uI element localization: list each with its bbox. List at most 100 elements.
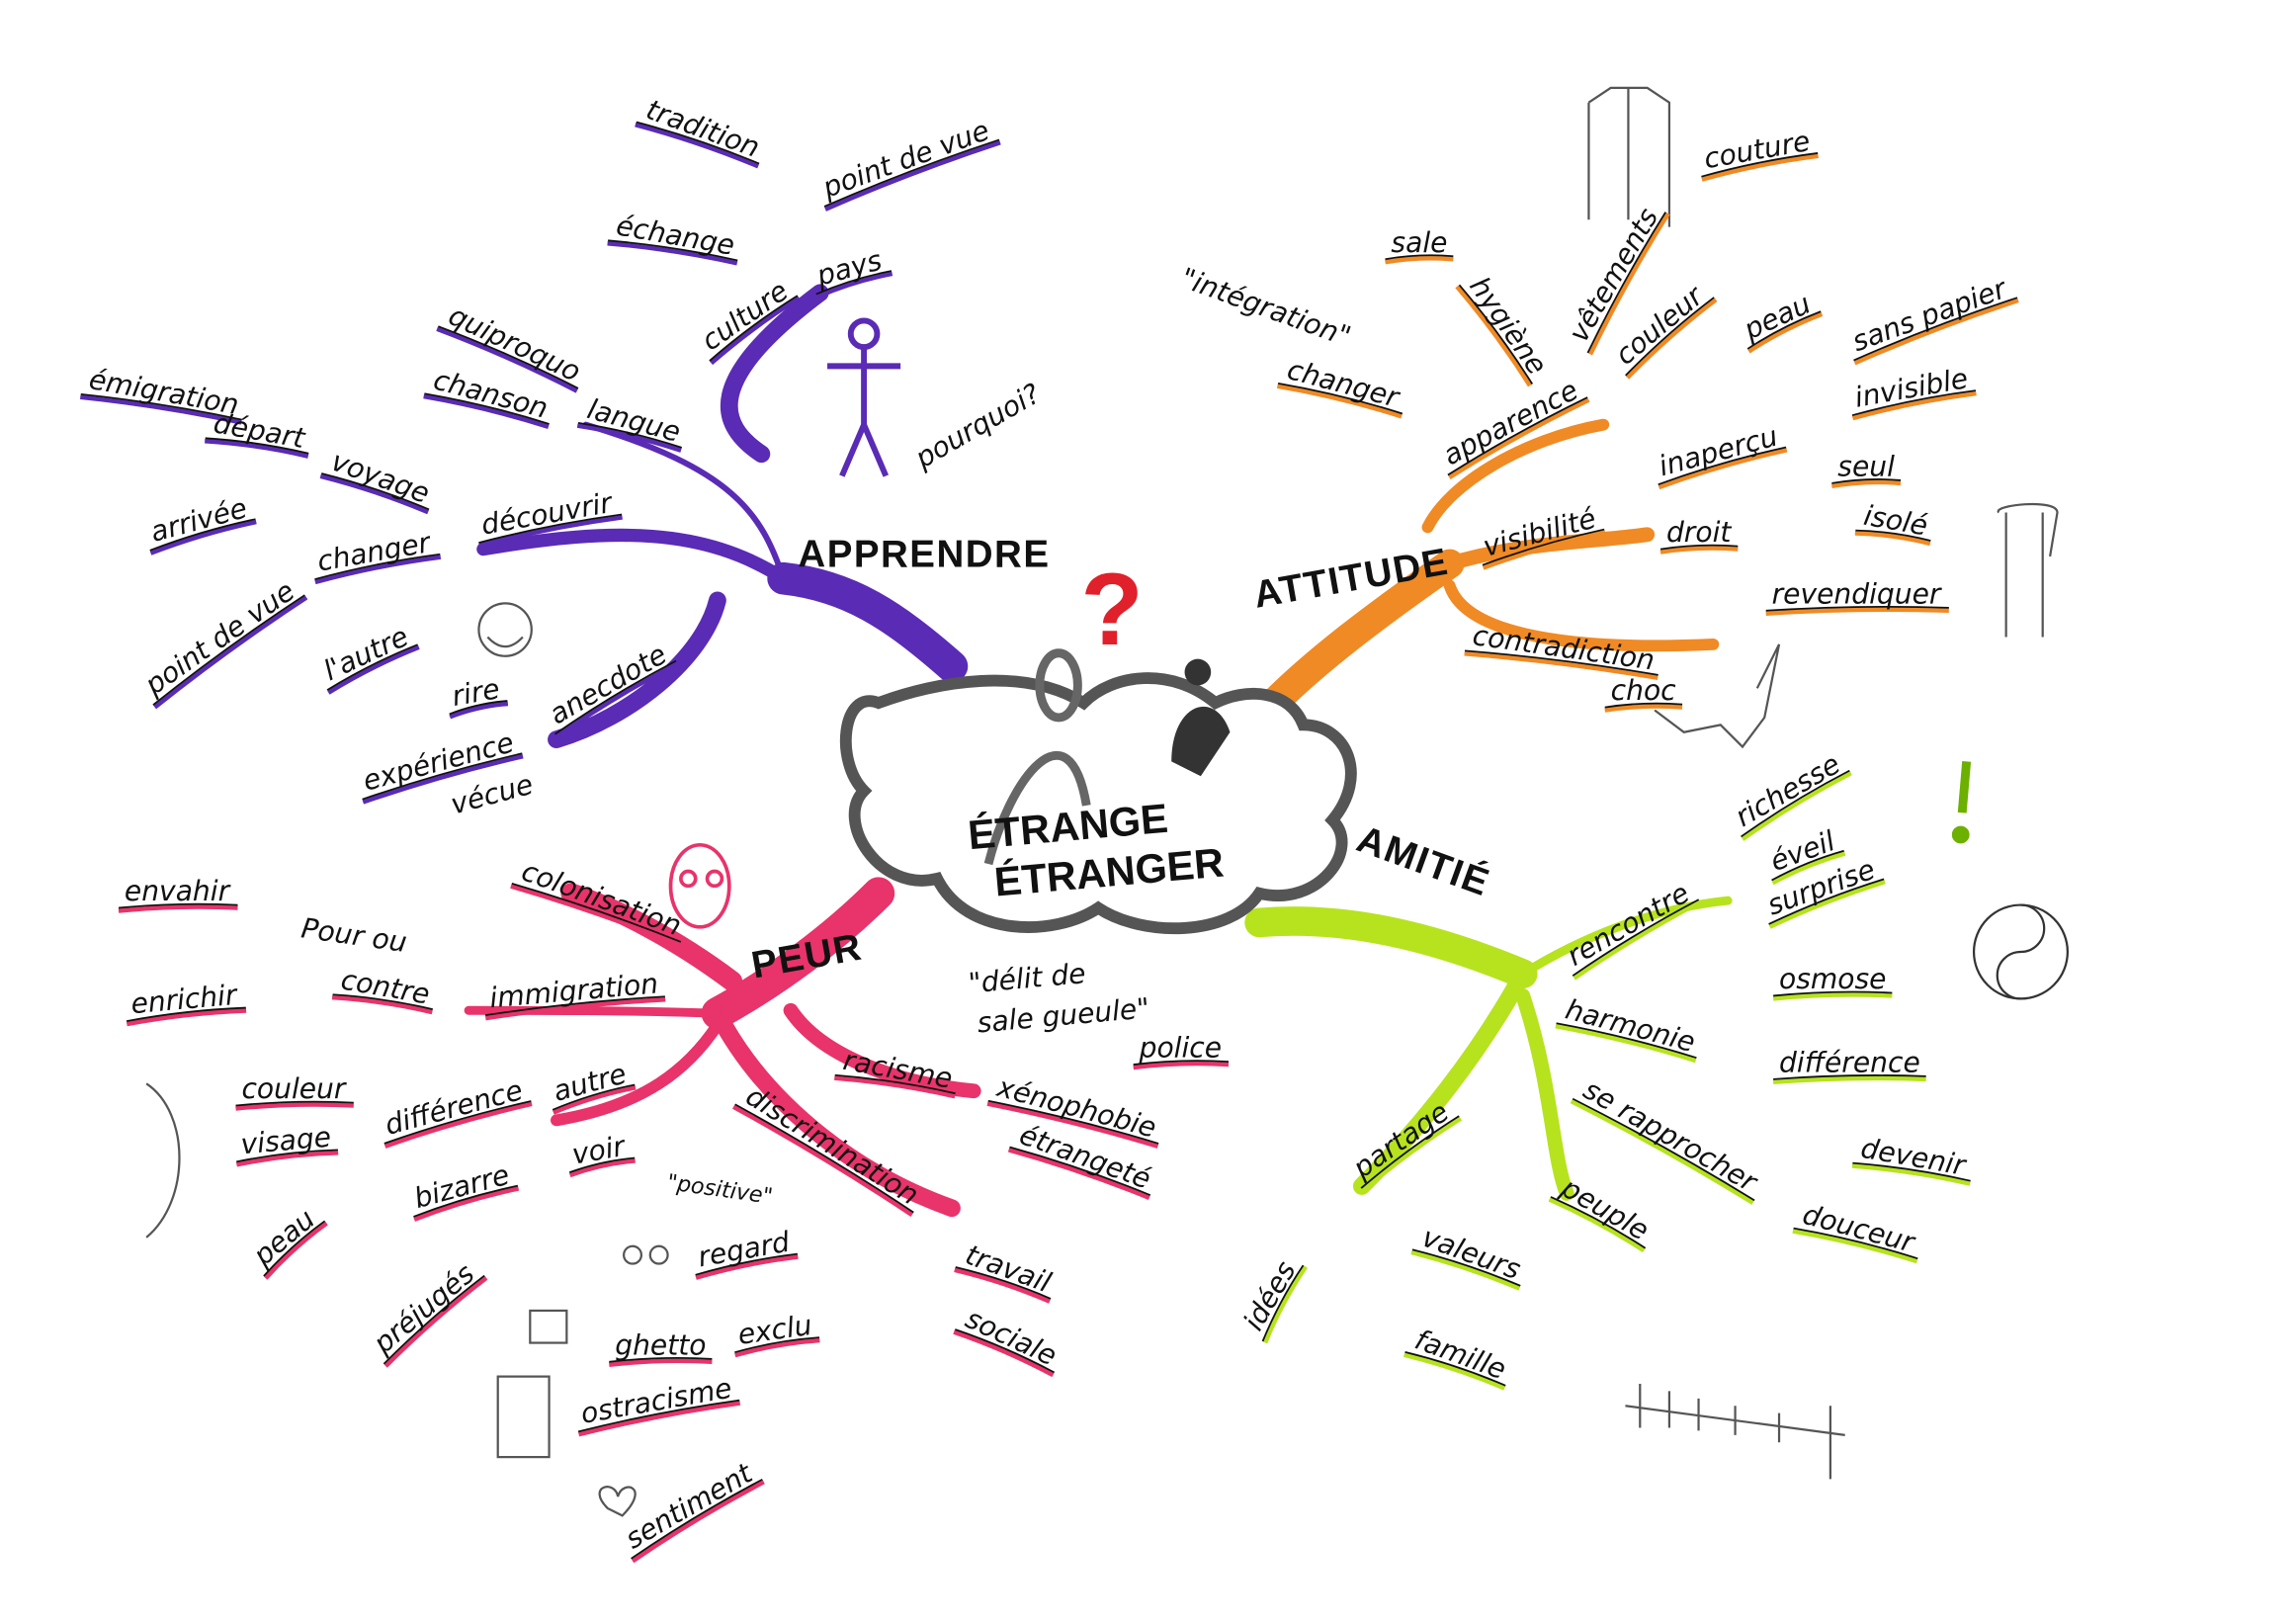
underline-ink <box>449 700 508 716</box>
underline-stroke <box>118 904 238 913</box>
shirt-icon <box>1587 86 1671 227</box>
underline-ink <box>1411 1248 1521 1287</box>
amitie-sub-rencontre <box>1518 896 1733 979</box>
node-partage: partage <box>1346 1095 1455 1185</box>
underline-ink <box>1768 878 1885 925</box>
underline-stroke <box>1851 390 1977 421</box>
underline-stroke <box>1701 153 1819 182</box>
underline-stroke <box>1263 1265 1308 1344</box>
node-exclu: exclu <box>736 1309 814 1351</box>
node-changer-attitude: changer <box>1284 353 1404 414</box>
node-l-autre: l'autre <box>318 620 413 687</box>
heart-icon <box>598 1486 637 1517</box>
underline-ink <box>734 1103 914 1214</box>
node-idees: idées <box>1237 1255 1303 1336</box>
underline-stroke <box>383 1276 488 1368</box>
underline-stroke <box>695 1254 799 1280</box>
node-droit: droit <box>1666 516 1732 549</box>
underline-ink <box>424 392 550 425</box>
underline-ink <box>383 1100 532 1145</box>
underline-ink <box>332 993 433 1010</box>
underline-ink <box>609 1356 713 1363</box>
underline-stroke <box>1276 384 1403 419</box>
underline-stroke <box>1007 1148 1150 1200</box>
underline-ink <box>1464 649 1658 676</box>
underline-stroke <box>1772 1075 1926 1085</box>
underline-stroke <box>449 701 509 720</box>
underline-stroke <box>1851 1163 1971 1186</box>
underline-ink <box>236 1149 338 1163</box>
apprendre-sub-anecdote <box>548 591 726 749</box>
underline-stroke <box>1659 546 1739 555</box>
underline-ink <box>1625 297 1715 377</box>
peur-sub-autre <box>551 1019 723 1127</box>
amitie-sub-partage <box>1352 965 1532 1195</box>
underline-stroke <box>149 519 257 556</box>
attitude-sub-apparence <box>1421 418 1610 534</box>
underline-ink <box>1009 1146 1151 1196</box>
underline-ink <box>834 1073 956 1095</box>
node-arrivee: arrivée <box>147 491 251 549</box>
underline-ink <box>987 1099 1159 1145</box>
node-envahir: envahir <box>125 875 232 907</box>
node-pourquoi: pourquoi? <box>908 377 1046 474</box>
underline-ink <box>1741 769 1850 838</box>
apprendre-branch <box>767 561 969 683</box>
underline-stroke <box>153 595 308 710</box>
underline-stroke <box>362 753 524 805</box>
underline-stroke <box>554 661 679 739</box>
node-sociale: sociale <box>961 1302 1062 1372</box>
underline-stroke <box>413 1186 520 1222</box>
underline-ink <box>1771 849 1844 882</box>
underline-stroke <box>1570 1099 1754 1205</box>
underline-stroke <box>1555 1023 1697 1064</box>
underline-stroke <box>1854 531 1931 547</box>
scared-face-icon <box>668 842 731 929</box>
underline-ink <box>235 1100 354 1107</box>
central-cloud: ÉTRANGE ÉTRANGER ? <box>839 552 1357 935</box>
underline-stroke <box>1741 771 1852 841</box>
underline-stroke <box>327 644 420 695</box>
node-famille: famille <box>1410 1324 1510 1387</box>
underline-ink <box>321 472 430 511</box>
underline-ink <box>438 325 579 389</box>
node-contre: contre <box>338 963 432 1010</box>
underline-ink <box>631 1478 763 1560</box>
underline-stroke <box>954 1267 1051 1304</box>
underline-ink <box>568 1156 636 1173</box>
raised-fist-icon <box>1998 502 2059 638</box>
stick-figure-purple-icon <box>827 317 901 477</box>
node-peau-attitude: peau <box>1739 287 1816 346</box>
underline-ink <box>362 752 523 801</box>
underline-stroke <box>1771 851 1846 886</box>
underline-ink <box>1360 1115 1460 1189</box>
node-pour-ou: Pour ou <box>299 911 409 959</box>
attitude-sub-contradiction <box>1443 579 1720 652</box>
node-harmonie: harmonie <box>1562 993 1698 1060</box>
node-echange: échange <box>614 209 737 261</box>
peur-sub-colonisation <box>560 883 743 991</box>
peur-title: PEUR <box>748 926 866 987</box>
underline-ink <box>815 270 893 296</box>
node-prejuges: préjugés <box>367 1257 481 1361</box>
underline-ink <box>1133 1060 1230 1066</box>
underline-ink <box>484 995 665 1017</box>
underline-stroke <box>635 123 759 169</box>
underline-ink <box>823 138 1000 208</box>
underline-stroke <box>1588 212 1670 356</box>
underline-stroke <box>1768 880 1886 929</box>
underline-stroke <box>631 1480 765 1564</box>
underline-stroke <box>319 473 429 515</box>
underline-stroke <box>953 1329 1055 1378</box>
underline-ink <box>1851 389 1977 417</box>
underline-ink <box>1261 1264 1305 1342</box>
node-delit-de: "délit de <box>967 957 1086 999</box>
underline-stroke <box>1765 607 1949 616</box>
underline-ink <box>314 553 441 580</box>
node-colonisation: colonisation <box>518 854 686 942</box>
node-douceur: douceur <box>1799 1198 1919 1259</box>
node-sentiment: sentiment <box>620 1456 758 1555</box>
node-difference-amitie: différence <box>1779 1046 1920 1078</box>
person-head-icon <box>1035 648 1082 723</box>
